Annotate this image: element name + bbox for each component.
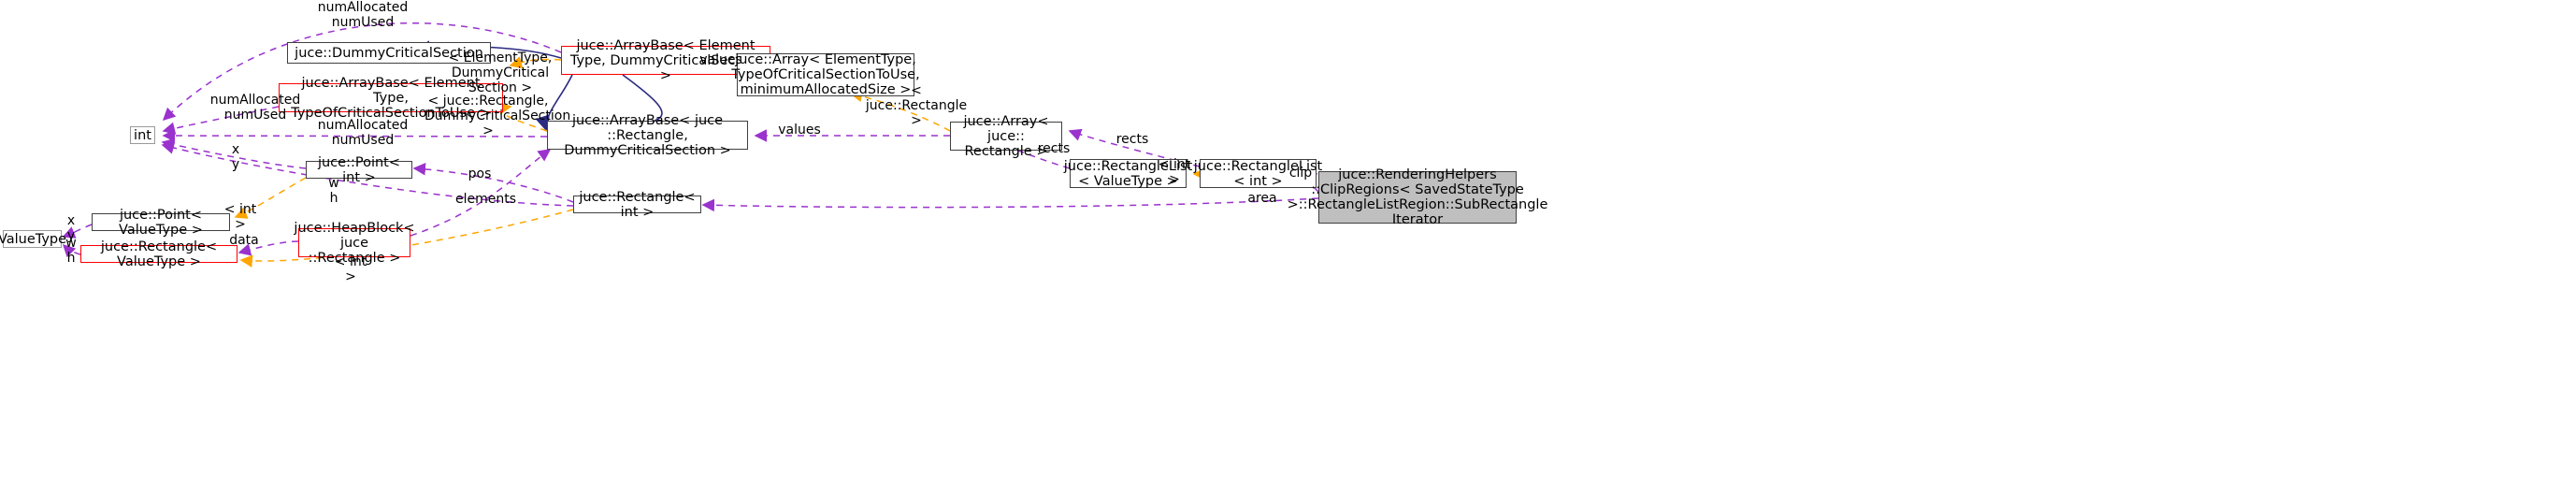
class-node-arraybase_et_tocs[interactable]: juce::ArrayBase< Element Type, TypeOfCri… [279, 76, 503, 121]
edge-label-lbl-int-tmpl-1: < int > [1158, 157, 1191, 187]
edge-label-lbl-values-2: values [778, 123, 821, 138]
class-node-arraybase_et_dcs[interactable]: juce::ArrayBase< Element Type, DummyCrit… [561, 38, 770, 83]
edge-label-lbl-wh-1: w h [328, 176, 339, 206]
edge-label-lbl-area: area [1247, 191, 1277, 206]
edge-label-lbl-data: data [229, 233, 259, 248]
class-node-subrectiter[interactable]: juce::RenderingHelpers ::ClipRegions< Sa… [1287, 167, 1548, 227]
edge-label-lbl-pos: pos [468, 167, 492, 181]
edge-label-lbl-rects-2: rects [1037, 141, 1071, 156]
edge-label-lbl-int-tmpl-2: < int > [223, 202, 257, 232]
class-node-heapblock[interactable]: juce::HeapBlock< juce ::Rectangle > [294, 220, 415, 266]
inheritance-edge-arraybase-rect [622, 74, 663, 122]
edge-label-lbl-et-dcs: < ElementType, DummyCritical Section > [448, 51, 553, 95]
class-node-arraybase_rect_dcs[interactable]: juce::ArrayBase< juce ::Rectangle, Dummy… [547, 113, 748, 158]
class-node-rect_vt[interactable]: juce::Rectangle< ValueType > [80, 239, 237, 269]
edge-label-lbl-rect-dcs: < juce::Rectangle, DummyCriticalSection … [425, 94, 571, 138]
edge-label-lbl-numalloc-1: numAllocated numUsed [317, 0, 409, 30]
class-node-point_int[interactable]: juce::Point< int > [306, 155, 412, 185]
edge-label-lbl-numalloc-2: numAllocated numUsed [209, 93, 301, 123]
class-node-point_vt[interactable]: juce::Point< ValueType > [92, 208, 230, 238]
class-node-rect_int[interactable]: juce::Rectangle< int > [573, 190, 701, 220]
edge-label-lbl-wh-2: w h [65, 236, 77, 266]
edge-label-lbl-rects-1: rects [1115, 132, 1149, 147]
edge-label-lbl-numalloc-3: numAllocated numUsed [317, 118, 409, 148]
edge-label-lbl-rect-tmpl: < juce::Rectangle > [865, 83, 968, 128]
class-node-valuetype[interactable]: ValueType [0, 230, 67, 248]
usage-edges [62, 22, 1319, 258]
edge-label-lbl-int-tmpl-3: < int > [334, 254, 367, 284]
edge-label-lbl-xy-1: x y [231, 142, 240, 172]
class-node-rectlist_vt[interactable]: juce::RectangleList < ValueType > [1063, 158, 1193, 189]
edge-label-lbl-values-1: values [699, 52, 742, 67]
class-node-int[interactable]: int [130, 126, 155, 144]
class-node-dummycs[interactable]: juce::DummyCriticalSection [287, 42, 491, 64]
edge-label-lbl-elements: elements [455, 192, 517, 207]
edge-label-lbl-clip: clip [1288, 166, 1313, 181]
class-node-rectlist_int[interactable]: juce::RectangleList < int > [1193, 158, 1323, 189]
